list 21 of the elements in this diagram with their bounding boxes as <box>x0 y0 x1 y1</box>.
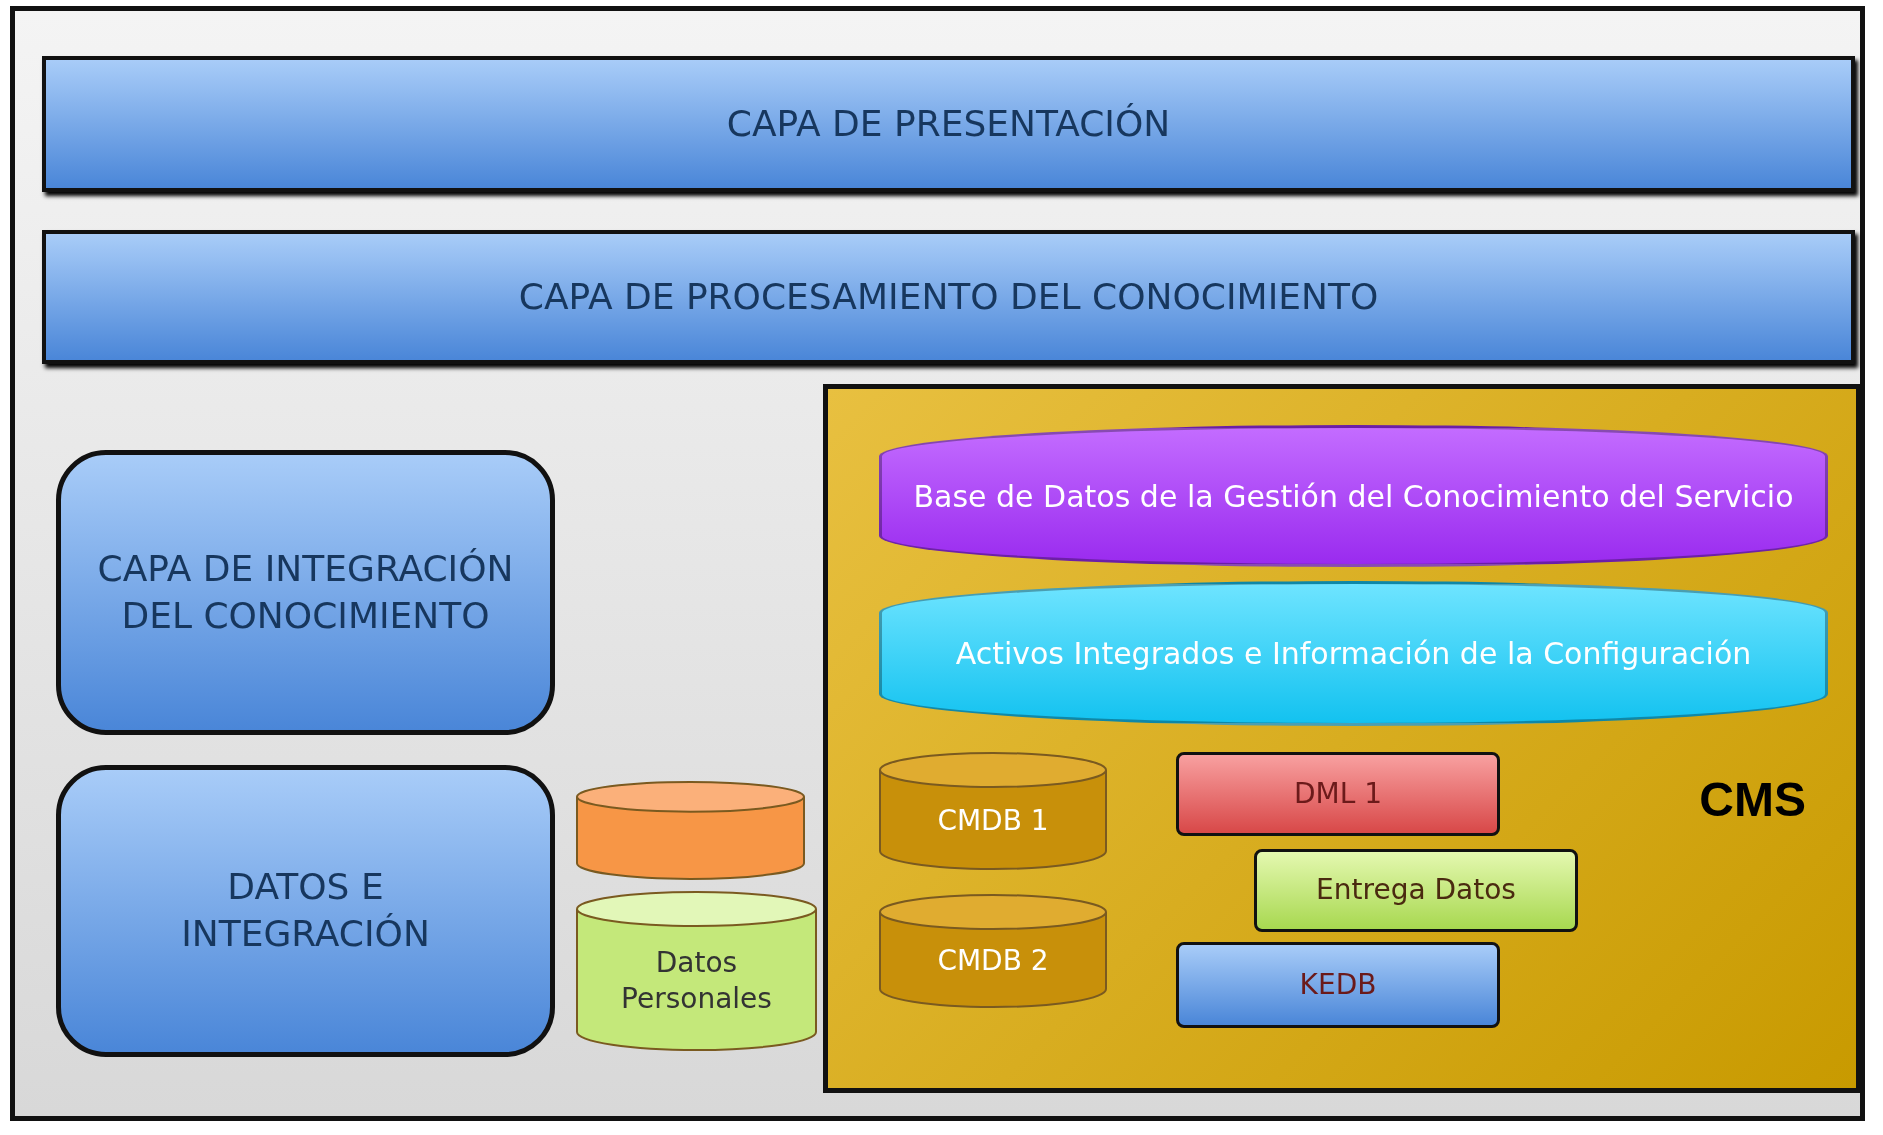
layer-title: DATOS E INTEGRACIÓN <box>180 865 431 956</box>
band-label: Activos Integrados e Información de la Configuración <box>955 635 1752 673</box>
library-box <box>1176 752 1500 836</box>
box-label: Entrega Datos <box>1316 872 1516 909</box>
band-label: Base de Datos de la Gestión del Conocimiento del Servicio <box>913 477 1794 516</box>
layer-title: CAPA DE PROCESAMIENTO DEL CONOCIMIENTO <box>518 274 1379 319</box>
cms-panel <box>823 384 1861 1093</box>
layer-box <box>56 765 555 1057</box>
database-label: CMDB 2 <box>937 942 1049 979</box>
database-label: CMDB 1 <box>937 802 1049 839</box>
box-label: DML 1 <box>1293 775 1382 812</box>
layer-title: CAPA DE PRESENTACIÓN <box>726 101 1171 146</box>
panel-title: CMS <box>1699 772 1806 828</box>
database-label: Datos Personales <box>620 944 773 1017</box>
database-box <box>1176 942 1500 1028</box>
layer-bar <box>42 56 1855 192</box>
box-label: KEDB <box>1299 966 1377 1003</box>
layer-bar <box>42 230 1855 364</box>
data-box <box>1254 849 1578 932</box>
layer-box <box>56 450 555 735</box>
layer-title: CAPA DE INTEGRACIÓN DEL CONOCIMIENTO <box>96 546 515 638</box>
